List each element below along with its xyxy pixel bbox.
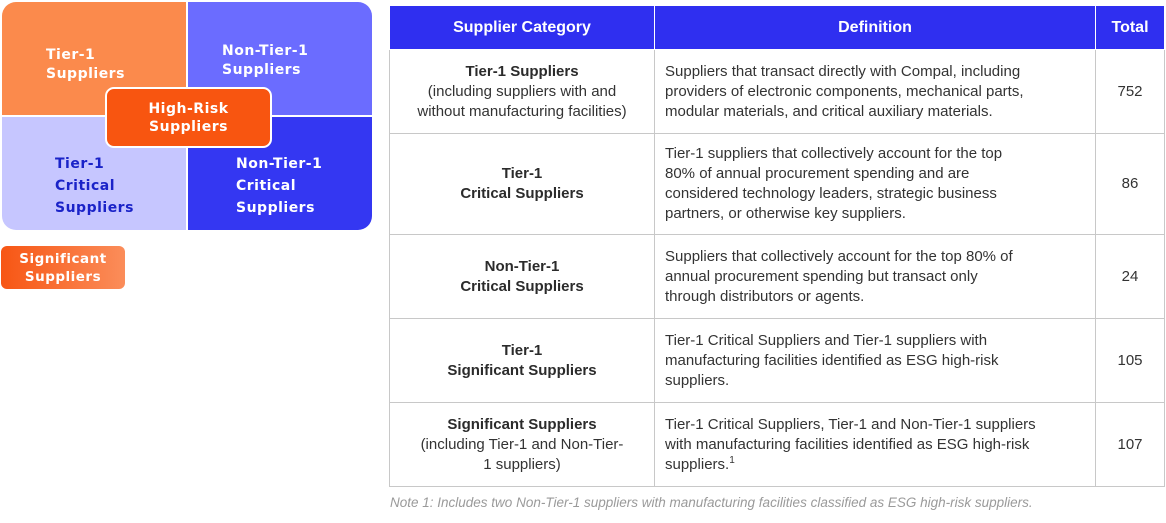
footnote: Note 1: Includes two Non-Tier-1 supplier… bbox=[390, 495, 1033, 510]
column-header-definition: Definition bbox=[654, 5, 1096, 50]
definition-line: Suppliers that collectively account for … bbox=[665, 247, 1013, 265]
definition-line: considered technology leaders, strategic… bbox=[665, 185, 997, 202]
column-header-category: Supplier Category bbox=[389, 5, 655, 50]
category-cell: Tier-1 Critical Suppliers bbox=[389, 133, 655, 235]
quadrant-label: Tier-1 Suppliers bbox=[46, 46, 125, 84]
quadrant-label: Non-Tier-1 Suppliers bbox=[222, 42, 308, 80]
definition-line: annual procurement spending but transact… bbox=[665, 267, 978, 285]
category-note: (including Tier-1 and Non-Tier- bbox=[420, 435, 624, 453]
table-row: Tier-1 Critical Suppliers Tier-1 supplie… bbox=[389, 133, 1165, 235]
table-row: Significant Suppliers (including Tier-1 … bbox=[389, 402, 1165, 487]
table-row: Tier-1 Significant Suppliers Tier-1 Crit… bbox=[389, 318, 1165, 403]
definition-cell: Tier-1 suppliers that collectively accou… bbox=[654, 133, 1096, 235]
category-cell: Tier-1 Significant Suppliers bbox=[389, 318, 655, 403]
total-cell: 24 bbox=[1095, 234, 1165, 319]
table-row: Tier-1 Suppliers (including suppliers wi… bbox=[389, 49, 1165, 134]
quadrant-label: Non-Tier-1 Critical Suppliers bbox=[236, 153, 322, 219]
category-name: Significant Suppliers bbox=[447, 361, 597, 379]
quadrant-label-line: Tier-1 bbox=[55, 156, 105, 172]
definition-cell: Suppliers that collectively account for … bbox=[654, 234, 1096, 319]
total-cell: 752 bbox=[1095, 49, 1165, 134]
significant-label-line: Suppliers bbox=[24, 268, 102, 285]
definition-line: with manufacturing facilities identified… bbox=[665, 435, 1030, 453]
category-cell: Non-Tier-1 Critical Suppliers bbox=[389, 234, 655, 319]
category-name: Tier-1 bbox=[501, 341, 543, 359]
significant-suppliers-legend: Significant Suppliers bbox=[1, 246, 125, 289]
category-name: Significant Suppliers bbox=[447, 415, 597, 433]
definition-line: Tier-1 suppliers that collectively accou… bbox=[665, 145, 1003, 162]
quadrant-label-line: Critical bbox=[55, 178, 116, 194]
footnote-marker: 1 bbox=[729, 454, 735, 466]
definition-line: Tier-1 Critical Suppliers, Tier-1 and No… bbox=[665, 415, 1036, 433]
definition-cell: Suppliers that transact directly with Co… bbox=[654, 49, 1096, 134]
definition-line: 80% of annual procurement spending and a… bbox=[665, 165, 970, 182]
total-cell: 107 bbox=[1095, 402, 1165, 487]
quadrant-label-line: Non-Tier-1 bbox=[236, 156, 323, 172]
category-name: Critical Suppliers bbox=[460, 185, 584, 202]
table-header-row: Supplier Category Definition Total bbox=[389, 5, 1165, 50]
high-risk-label-line: Suppliers bbox=[149, 118, 228, 135]
quadrant-label-line: Critical bbox=[236, 178, 297, 194]
category-note: without manufacturing facilities) bbox=[417, 102, 627, 120]
definition-line: through distributors or agents. bbox=[665, 287, 865, 305]
quadrant-label-line: Suppliers bbox=[55, 200, 134, 216]
definition-line: partners, or otherwise key suppliers. bbox=[665, 205, 906, 222]
definition-line: Tier-1 Critical Suppliers and Tier-1 sup… bbox=[665, 331, 988, 349]
total-cell: 86 bbox=[1095, 133, 1165, 235]
table-row: Non-Tier-1 Critical Suppliers Suppliers … bbox=[389, 234, 1165, 319]
quadrant-tier1-suppliers: Tier-1 Suppliers bbox=[2, 2, 186, 115]
quadrant-label-line: Suppliers bbox=[236, 200, 315, 216]
category-note: (including suppliers with and bbox=[427, 82, 617, 100]
category-name: Non-Tier-1 bbox=[484, 257, 560, 275]
category-name: Critical Suppliers bbox=[460, 277, 584, 295]
significant-label-line: Significant bbox=[19, 250, 107, 267]
column-header-total: Total bbox=[1095, 5, 1165, 50]
definition-line: manufacturing facilities identified as E… bbox=[665, 351, 999, 369]
category-name: Tier-1 Suppliers bbox=[465, 62, 579, 80]
quadrant-label-line: Suppliers bbox=[46, 66, 125, 82]
category-cell: Tier-1 Suppliers (including suppliers wi… bbox=[389, 49, 655, 134]
definition-text: suppliers. bbox=[665, 455, 730, 473]
category-name: Tier-1 bbox=[501, 165, 543, 182]
definition-line: Suppliers that transact directly with Co… bbox=[665, 62, 1021, 80]
category-note: 1 suppliers) bbox=[483, 455, 561, 473]
category-cell: Significant Suppliers (including Tier-1 … bbox=[389, 402, 655, 487]
total-cell: 105 bbox=[1095, 318, 1165, 403]
definition-line: suppliers.1 bbox=[665, 455, 1085, 475]
quadrant-label-line: Non-Tier-1 bbox=[222, 43, 309, 59]
quadrant-label-line: Suppliers bbox=[222, 62, 301, 78]
high-risk-suppliers-box: High-Risk Suppliers bbox=[105, 87, 272, 148]
supplier-category-table: Supplier Category Definition Total Tier-… bbox=[389, 5, 1165, 487]
supplier-quadrant-diagram: Tier-1 Suppliers Non-Tier-1 Suppliers Ti… bbox=[2, 2, 372, 230]
quadrant-label-line: Tier-1 bbox=[46, 47, 96, 63]
quadrant-non-tier1-suppliers: Non-Tier-1 Suppliers bbox=[188, 2, 372, 115]
high-risk-label-line: High-Risk bbox=[148, 100, 229, 117]
definition-cell: Tier-1 Critical Suppliers and Tier-1 sup… bbox=[654, 318, 1096, 403]
definition-line: providers of electronic components, mech… bbox=[665, 82, 1024, 100]
definition-line: suppliers. bbox=[665, 371, 730, 389]
definition-line: modular materials, and critical auxiliar… bbox=[665, 102, 993, 120]
quadrant-label: Tier-1 Critical Suppliers bbox=[55, 153, 134, 219]
definition-cell: Tier-1 Critical Suppliers, Tier-1 and No… bbox=[654, 402, 1096, 487]
